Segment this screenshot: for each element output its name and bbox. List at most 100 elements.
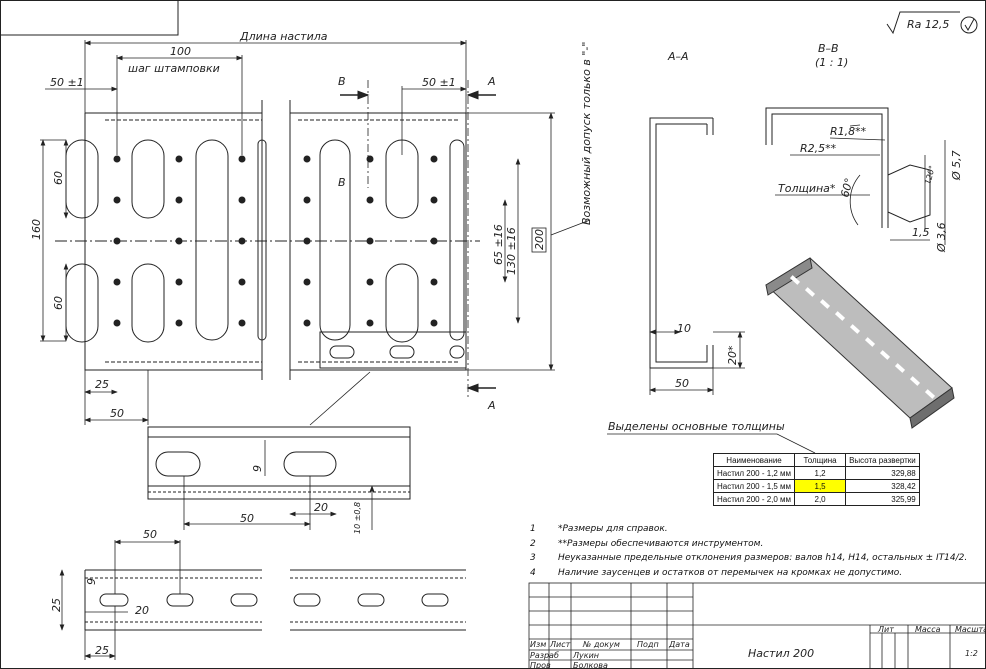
table-row: Настил 200 - 2,0 мм 2,0 325,99 [712,492,920,506]
table-row: Настил 200 - 1,2 мм 1,2 329,88 [712,466,920,480]
dim-65: 65 ±16 [492,224,505,265]
tb-mass: Масса [915,625,941,634]
technical-notes: 1 *Размеры для справок. 2 **Размеры обеспе… [530,522,967,580]
dim-130: 130 ±16 [505,227,518,275]
table-header-row: Наименование Толщина Высота развертки [712,453,920,467]
deck-length-label: Длина настила [239,30,328,43]
bottom-view-texts: 50 9 20 25 25 [50,528,157,657]
tb-prov: Пров [530,661,551,669]
dim-100: 100 [170,45,191,58]
dim-9-side: 9 [251,465,264,472]
dim-1-5: 1,5 [912,226,930,239]
tb-razrab: Разраб [530,651,559,660]
table-header: Высота развертки [845,453,920,467]
row-height: 329,88 [845,466,920,480]
dim-10-section: 10 [677,322,691,335]
view-bb-title: В–В [818,42,839,55]
side-view [147,426,411,530]
note-text: *Размеры для справок. [558,524,668,534]
note-item: 3 Неуказанные предельные отклонения разме… [530,551,967,566]
title-block [528,582,986,669]
thickness-callout: Выделены основные толщины [607,420,816,454]
dim-50-right: 50 ±1 [422,76,456,89]
dim-50-left: 50 ±1 [50,76,84,89]
row-name: Настил 200 - 1,5 мм [712,479,796,493]
roughness-symbol: Ra 12,5 [886,11,978,35]
roughness-text: Ra 12,5 [907,18,949,31]
angle-60: 60° [838,177,856,199]
section-aa [649,117,745,395]
note-item: 4 Наличие заусенцев и остатков от перемыч… [530,566,967,581]
note-text: Наличие заусенцев и остатков от перемыче… [558,567,903,578]
side-view-texts: 9 50 20 10 ±0,8 [240,465,362,534]
tb-prov-name: Болкова [573,661,608,669]
dim-25-vert: 25 [50,598,63,612]
section-a-bottom: А [487,399,496,412]
tb-list: Лист [549,640,571,649]
table-header: Наименование [712,453,796,467]
row-height: 328,42 [845,479,920,493]
radius-18: R1,8** [830,125,867,138]
dim-10-side: 10 ±0,8 [353,502,362,534]
row-name: Настил 200 - 1,2 мм [712,466,796,480]
tb-date: Дата [668,640,690,649]
section-a-top: А [487,75,496,88]
dim-20-section: 20* [726,345,739,365]
title-block-texts: Изм Лист № докум Подп Дата Разраб Лукин … [530,625,986,669]
isometric-tray-image [765,257,955,429]
main-view [55,100,480,380]
dim-5-7: Ø 5,7 [950,150,963,181]
tb-izm: Изм [530,640,546,649]
row-name: Настил 200 - 2,0 мм [712,492,796,506]
tb-sign: Подп [637,640,659,649]
row-thickness: 1,5 [794,479,847,493]
thickness-title: Выделены основные толщины [608,420,785,433]
note-item: 1 *Размеры для справок. [530,522,967,537]
note-item: 2 **Размеры обеспечиваются инструментом. [530,537,967,552]
row-thickness: 1,2 [794,466,847,480]
dim-25-bottom: 25 [95,644,109,657]
section-b-top: В [338,75,346,88]
tolerance-note: Возможный допуск только в "-" [580,42,593,225]
note-text: **Размеры обеспечиваются инструментом. [558,538,764,549]
dim-60-bottom: 60 [52,296,65,310]
corner-stamp [0,0,179,36]
tb-title: Настил 200 [748,647,814,660]
note-number: 4 [530,567,536,578]
tb-lit: Лит [877,625,894,634]
note-number: 1 [530,524,536,534]
dim-25-main: 25 [95,378,109,391]
main-dimension-texts: Длина настила 100 шаг штамповки 50 ±1 50… [30,30,593,420]
dim-60-top: 60 [52,171,65,185]
dim-50-bottom: 50 [143,528,157,541]
dim-50-section: 50 [675,377,689,390]
table-row: Настил 200 - 1,5 мм 1,5 328,42 [712,479,920,493]
dim-50-main: 50 [110,407,124,420]
stamp-step-label: шаг штамповки [128,62,220,75]
view-bb-scale: (1 : 1) [815,56,848,69]
tb-scale-value: 1:2 [965,649,978,658]
dim-20-bottom: 20 [135,604,149,617]
thickness-label: Толщина* [778,182,836,195]
hole-pattern [113,155,438,327]
thickness-table: Наименование Толщина Высота развертки На… [712,453,920,506]
section-bb [765,107,946,245]
dim-50-side: 50 [240,512,254,525]
tb-razrab-name: Лукин [572,651,599,660]
note-number: 3 [530,553,536,563]
row-height: 325,99 [845,492,920,506]
main-dimensions [40,40,591,426]
tb-scale: Масштаб [955,625,986,634]
table-header: Толщина [794,453,847,467]
row-thickness: 2,0 [794,492,847,506]
section-bb-texts: В–В (1 : 1) R1,8** R2,5** Толщина* 60° 1… [778,42,963,253]
dim-20-side: 20 [314,501,328,514]
dim-160: 160 [30,219,43,240]
radius-25: R2,5** [800,142,837,155]
view-aa-title: А–А [667,50,689,63]
section-aa-texts: А–А 10 20* 50 [667,50,739,390]
note-text: Неуказанные предельные отклонения размер… [558,553,968,563]
note-number: 2 [530,538,536,549]
dim-9-bottom: 9 [85,578,98,585]
